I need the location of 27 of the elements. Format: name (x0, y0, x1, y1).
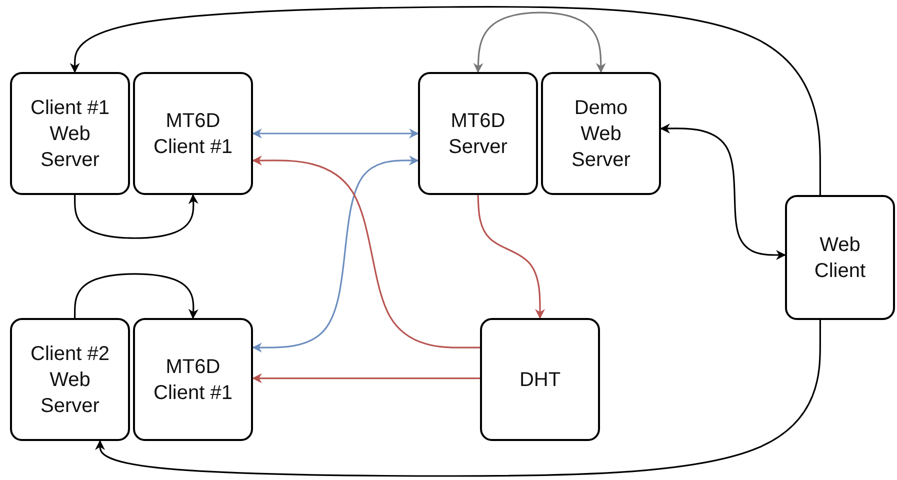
arrow (252, 155, 419, 353)
node-label: Client #1 Web Server (30, 96, 110, 172)
arrow (477, 194, 545, 319)
process-box (785, 195, 895, 320)
node-label: MT6D Client #1 (152, 108, 234, 160)
process-box (10, 318, 130, 441)
process-box (480, 318, 600, 441)
node-label: Client #2 Web Server (30, 342, 110, 418)
process-box (541, 72, 661, 195)
arrow (95, 320, 821, 477)
node-label: Demo Web Server (570, 96, 632, 172)
node-label: MT6D Server (448, 108, 508, 160)
process-box (133, 318, 253, 441)
arrow (473, 12, 606, 73)
arrow (252, 156, 480, 348)
arrow (70, 6, 821, 195)
process-box (133, 72, 253, 195)
node-label: DHT (519, 368, 561, 392)
arrow (74, 273, 198, 319)
arrow (252, 373, 480, 384)
arrow (660, 124, 786, 260)
process-box (418, 72, 538, 195)
process-box (10, 72, 130, 195)
node-label: Web Client (813, 232, 867, 284)
node-label: MT6D Client #1 (152, 354, 234, 406)
arrow (252, 128, 419, 138)
arrow (74, 194, 198, 239)
